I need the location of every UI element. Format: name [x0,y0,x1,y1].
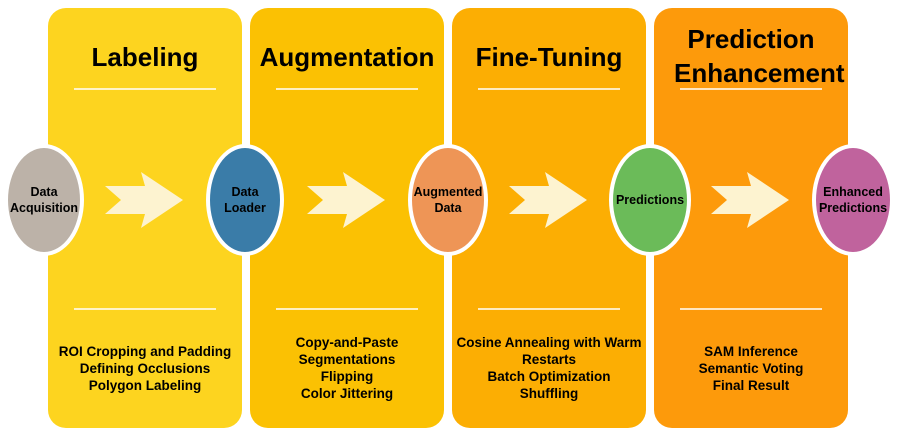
node-data-acquisition: Data Acquisition [4,144,84,256]
chevron-arrow-icon [711,172,789,228]
divider [74,308,216,310]
stage-item: Cosine Annealing with Warm Restarts [456,335,642,367]
divider [74,88,216,90]
stage-item: Defining Occlusions [79,361,211,376]
divider [276,308,418,310]
divider [478,88,620,90]
stage-items-prediction-enhancement: SAM Inference Semantic Voting Final Resu… [654,343,848,394]
stage-title-fine-tuning: Fine-Tuning [475,42,623,72]
stage-item: Semantic Voting [698,361,804,376]
stage-item: Copy-and-Paste Segmentations [295,335,399,367]
node-enhanced-predictions: Enhanced Predictions [812,144,894,256]
stage-item: SAM Inference [704,344,798,359]
chevron-arrow-icon [105,172,183,228]
divider [680,308,822,310]
node-data-loader: Data Loader [206,144,284,256]
stage-title-labeling: Labeling [91,42,199,72]
divider [680,88,822,90]
stage-item: Polygon Labeling [88,378,202,393]
divider [478,308,620,310]
node-label: Data Loader [224,185,266,215]
divider [276,88,418,90]
node-label: Data Acquisition [9,185,79,215]
stage-item: ROI Cropping and Padding [58,344,232,359]
stage-title-augmentation: Augmentation [259,42,435,72]
stage-item: Flipping [320,369,374,384]
node-label: Predictions [615,193,685,207]
stage-title-prediction-enhancement: Prediction Enhancement [674,24,845,88]
chevron-arrow-icon [307,172,385,228]
stage-items-labeling: ROI Cropping and Padding Defining Occlus… [48,343,242,394]
chevron-arrow-icon [509,172,587,228]
node-augmented-data: Augmented Data [408,144,488,256]
stage-item: Batch Optimization [487,369,611,384]
stage-item: Color Jittering [300,386,394,401]
node-label: Augmented Data [413,185,483,215]
node-predictions: Predictions [609,144,691,256]
stage-items-augmentation: Copy-and-Paste Segmentations Flipping Co… [250,334,444,402]
stage-item: Shuffling [519,386,579,401]
node-label: Enhanced Predictions [818,185,888,215]
stage-items-fine-tuning: Cosine Annealing with Warm Restarts Batc… [452,334,646,402]
stage-item: Final Result [712,378,790,393]
